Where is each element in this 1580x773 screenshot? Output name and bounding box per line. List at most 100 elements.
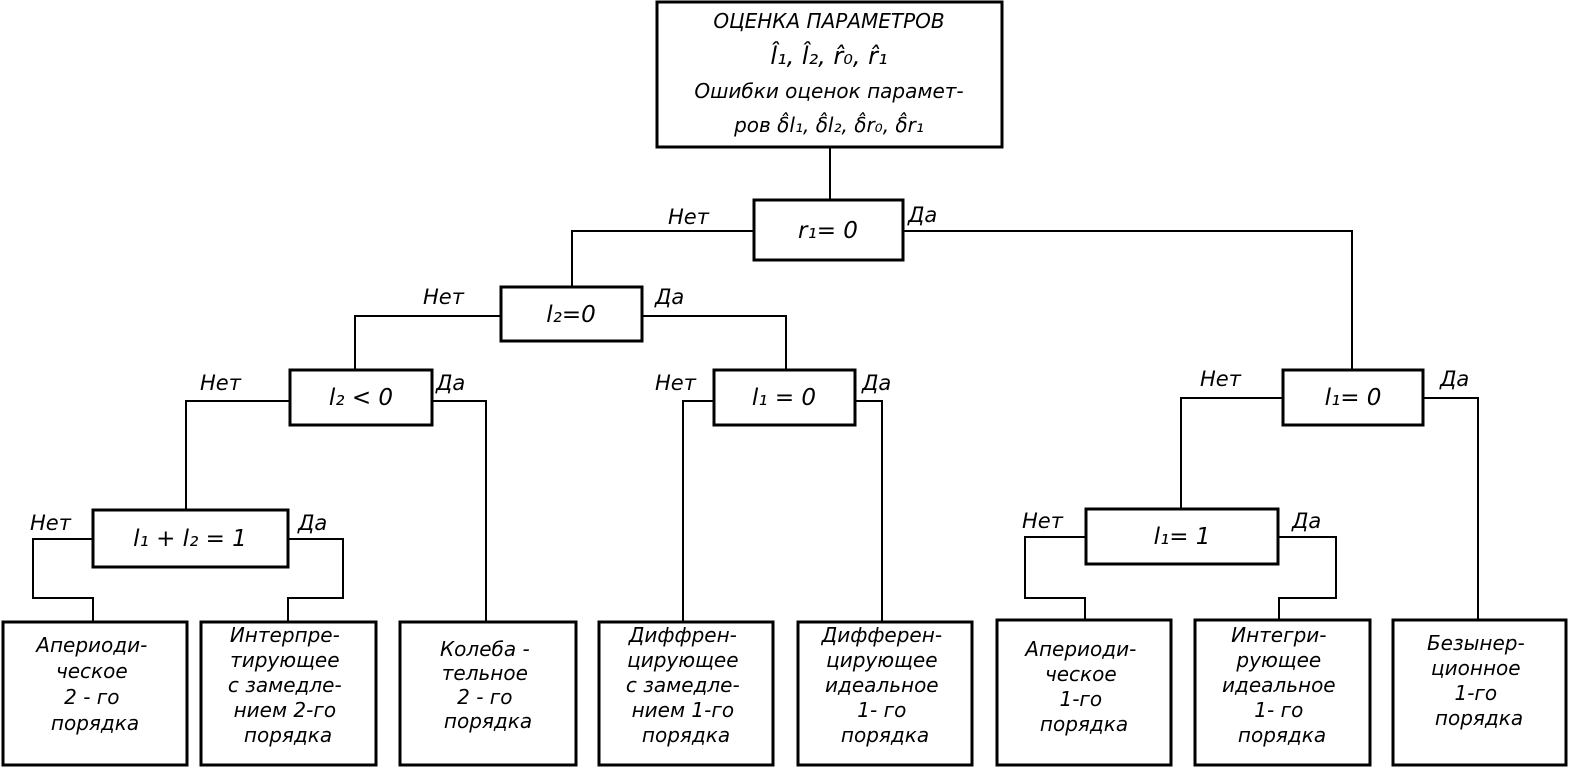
decision-r1-box (752, 198, 905, 262)
parameter-estimates: l̂₁, l̂₂, r̂₀, r̂₁ (770, 42, 887, 70)
connector-r1-no (571, 230, 754, 287)
leaf-differentiating-delayed-1st-order-box (597, 620, 775, 767)
leaf-aperiodic-1st-order: Апериоди- ческое 1-го порядка (995, 618, 1173, 767)
connector-sum-yes (287, 538, 344, 622)
leaf-line: порядка (642, 723, 730, 747)
decision-right-l1-eq-0-label: l₁= 0 (1325, 385, 1382, 411)
leaf-text: Безынер- ционное 1-го порядка (1427, 631, 1531, 730)
leaf-interpreting-delayed-2nd-order: Интерпре- тирующее с замедле- нием 2-го … (199, 620, 378, 767)
leaf-line: тирующее (230, 648, 339, 672)
leaf-line: с замедле- (228, 673, 342, 697)
decision-right-l1-eq-0-box (1281, 368, 1425, 427)
leaf-line: 1-го (1454, 681, 1497, 705)
branch-label-yes: Да (654, 285, 684, 309)
branch-label-yes: Да (1291, 509, 1321, 533)
leaf-line: Апериоди- (34, 633, 147, 657)
leaf-line: Интерпре- (230, 623, 340, 647)
decision-r1: r₁= 0 (752, 198, 905, 262)
leaf-aperiodic-2nd-order: Апериоди- ческое 2 - го порядка (1, 620, 189, 767)
decision-l2-lt-0-box (288, 368, 434, 427)
decision-l2-lt-0-label: l₂ < 0 (329, 385, 393, 411)
leaf-text: Диффрен- цирующее с замедле- нием 1-го п… (626, 623, 746, 747)
decision-r1-label: r₁= 0 (798, 218, 858, 244)
branch-label-yes: Да (297, 511, 327, 535)
connector-l2lt0-no (185, 400, 290, 510)
decision-mid-l1-eq-0-label: l₁ = 0 (752, 385, 816, 411)
leaf-line: цирующее (826, 648, 937, 672)
branch-label-no: Нет (423, 285, 465, 309)
leaf-line: Апериоди- (1023, 637, 1136, 661)
branch-label-yes: Да (907, 203, 937, 227)
leaf-text: Дифферен- цирующее идеальное 1- го поряд… (821, 623, 949, 747)
decision-l2-eq-0-label: l₂=0 (546, 302, 596, 328)
leaf-text: Интерпре- тирующее с замедле- нием 2-го … (228, 623, 348, 747)
leaf-text: Колеба - тельное 2 - го порядка (440, 637, 536, 733)
leaf-inertialess-1st-order: Безынер- ционное 1-го порядка (1391, 618, 1568, 767)
leaf-differentiating-ideal-1st-order-box (796, 620, 974, 767)
connector-mid-l1-yes (855, 400, 883, 622)
decision-mid-l1-eq-0-box (712, 368, 857, 427)
leaf-line: рующее (1235, 648, 1321, 672)
leaf-line: нием 1-го (632, 698, 735, 722)
branch-label-no: Нет (1022, 509, 1064, 533)
leaf-line: Диффрен- (628, 623, 737, 647)
leaf-line: 2 - го (64, 685, 119, 709)
leaf-line: идеальное (825, 673, 939, 697)
decision-mid-l1-eq-0: l₁ = 0 (712, 368, 857, 427)
leaf-line: идеальное (1222, 673, 1336, 697)
leaf-oscillatory-2nd-order-box (398, 620, 578, 767)
decision-l2-eq-0-box (499, 285, 644, 343)
leaf-line: порядка (1238, 723, 1326, 747)
branch-label-no: Нет (200, 371, 242, 395)
leaf-text: Апериоди- ческое 1-го порядка (1023, 637, 1142, 736)
branch-label-yes: Да (1439, 367, 1469, 391)
leaf-line: ческое (56, 659, 128, 683)
connector-r1-yes (903, 230, 1353, 370)
connector-l2eq0-yes (642, 315, 787, 370)
leaf-aperiodic-1st-order-box (995, 618, 1173, 767)
leaf-interpreting-delayed-2nd-order-box (199, 620, 378, 767)
leaf-line: порядка (841, 723, 929, 747)
branch-label-no: Нет (668, 205, 710, 229)
leaf-line: порядка (1040, 712, 1128, 736)
decision-l2-eq-0: l₂=0 (499, 285, 644, 343)
connector-l1eq1-no (1024, 536, 1086, 620)
leaf-line: порядка (444, 709, 532, 733)
leaf-line: Интегри- (1231, 623, 1326, 647)
connector-l2eq0-no (354, 315, 501, 370)
leaf-line: 2 - го (457, 685, 512, 709)
leaf-differentiating-ideal-1st-order: Дифферен- цирующее идеальное 1- го поряд… (796, 620, 974, 767)
leaf-line: Дифферен- (821, 623, 942, 647)
leaf-line: 1-го (1059, 687, 1102, 711)
parameter-estimation-box (655, 0, 1004, 149)
parameter-estimation-block: ОЦЕНКА ПАРАМЕТРОВ l̂₁, l̂₂, r̂₀, r̂₁ Оши… (655, 0, 1004, 149)
decision-l1-eq-1: l₁= 1 (1084, 507, 1280, 566)
leaf-aperiodic-2nd-order-box (1, 620, 189, 767)
decision-l1-eq-1-box (1084, 507, 1280, 566)
leaf-line: с замедле- (626, 673, 740, 697)
branch-label-yes: Да (435, 371, 465, 395)
decision-l1-eq-1-label: l₁= 1 (1154, 524, 1211, 550)
leaf-integrating-ideal-1st-order-box (1193, 618, 1372, 767)
leaf-line: Безынер- (1427, 631, 1525, 655)
leaf-line: нием 2-го (234, 698, 337, 722)
connector-right-l1-yes (1423, 397, 1479, 620)
leaf-inertialess-1st-order-box (1391, 618, 1568, 767)
leaf-line: порядка (51, 711, 139, 735)
leaf-line: порядка (244, 723, 332, 747)
branch-label-no: Нет (1200, 367, 1242, 391)
connector-right-l1-no (1180, 397, 1283, 509)
leaf-line: ческое (1045, 662, 1117, 686)
decision-l2-lt-0: l₂ < 0 (288, 368, 434, 427)
decision-right-l1-eq-0: l₁= 0 (1281, 368, 1425, 427)
branch-labels: Нет Да Нет Да Нет Да Нет Да Нет Да Нет Д… (30, 203, 1469, 535)
connector-l2lt0-yes (432, 400, 487, 622)
connector-sum-no (32, 538, 94, 622)
leaf-text: Апериоди- ческое 2 - го порядка (34, 633, 153, 735)
parameter-estimation-title: ОЦЕНКА ПАРАМЕТРОВ (713, 9, 944, 33)
leaf-line: Колеба - (440, 637, 530, 661)
branch-label-no: Нет (655, 371, 697, 395)
leaf-line: тельное (442, 661, 528, 685)
leaf-text: Интегри- рующее идеальное 1- го порядка (1222, 623, 1342, 747)
